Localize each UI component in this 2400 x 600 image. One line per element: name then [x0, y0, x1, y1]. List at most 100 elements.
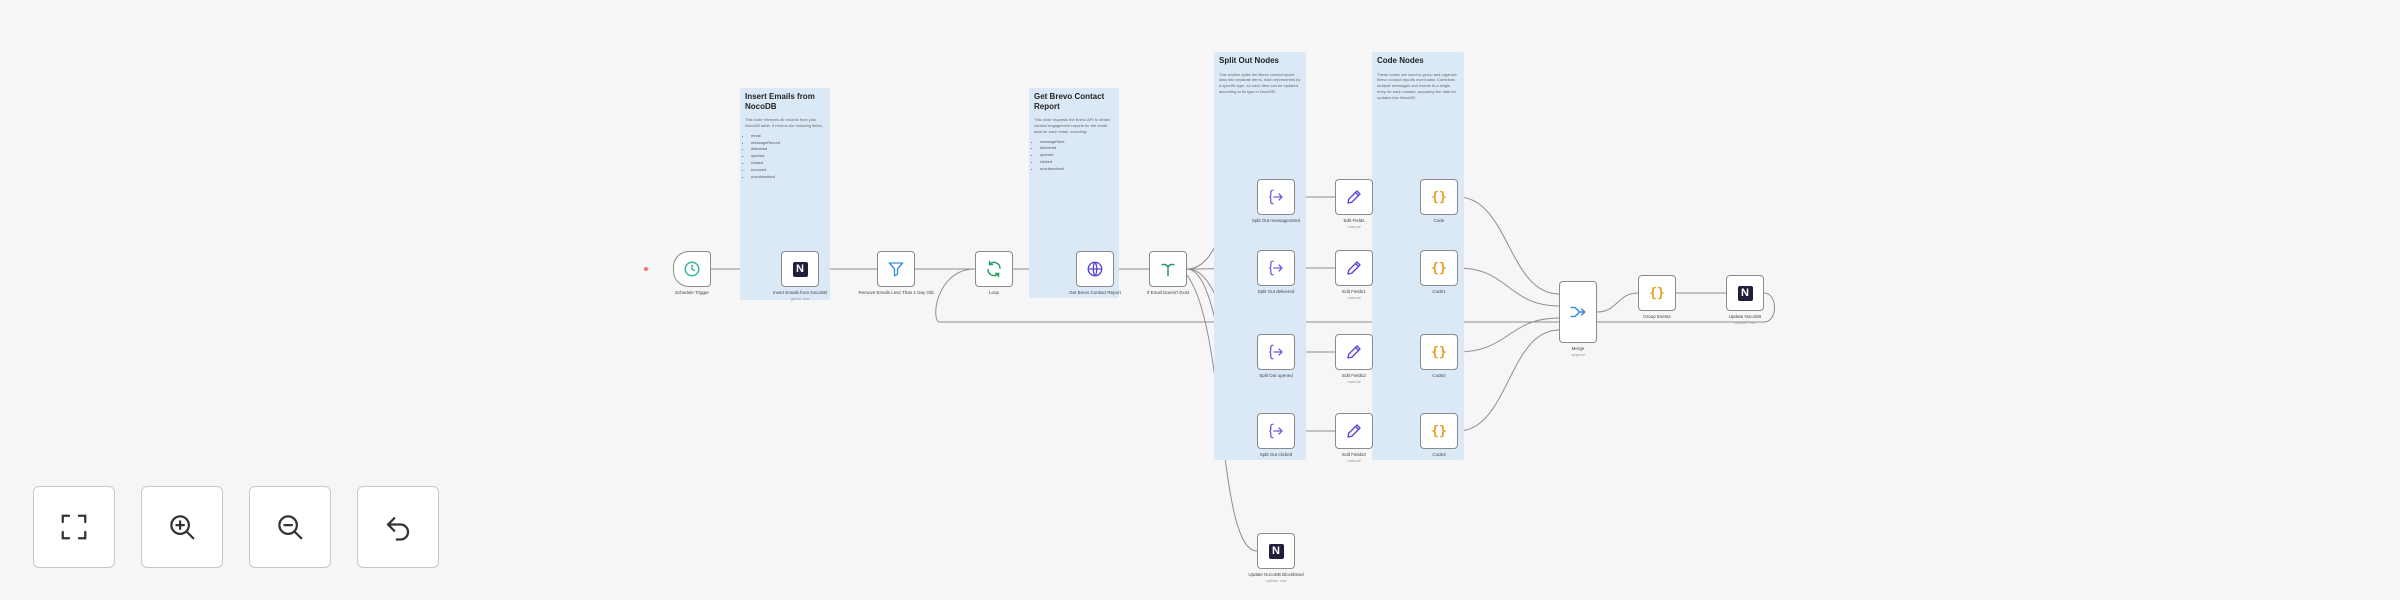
node-label-text: Split Out opened — [1259, 373, 1293, 378]
node-split-4[interactable] — [1257, 413, 1295, 449]
reset-zoom-button[interactable] — [357, 486, 439, 568]
node-split-3[interactable] — [1257, 334, 1295, 370]
node-label-text: If Email Doesn't Exist — [1146, 290, 1190, 295]
node-label-text: Remove Emails Less Than 1 Day Old — [858, 290, 934, 295]
node-label-text: Edit Fields — [1343, 218, 1365, 223]
node-code-1[interactable]: {} — [1420, 179, 1458, 215]
filter-icon — [887, 260, 905, 278]
split-icon — [1267, 188, 1285, 206]
sticky-note-list-item: bounced — [751, 167, 825, 174]
node-label-text: Code1 — [1432, 289, 1446, 294]
nocodb-icon: N — [1268, 543, 1284, 559]
connection[interactable] — [1457, 196, 1560, 295]
zoom-in-button[interactable] — [141, 486, 223, 568]
connection[interactable] — [935, 268, 1775, 323]
node-split-2[interactable] — [1257, 250, 1295, 286]
code-icon: {} — [1649, 285, 1665, 301]
connection[interactable] — [1457, 267, 1560, 307]
node-schedule-trigger[interactable] — [673, 251, 711, 287]
undo-icon — [386, 517, 410, 541]
node-sublabel: update: row — [1734, 319, 1756, 325]
node-brevo-report[interactable] — [1076, 251, 1114, 287]
node-label-text: Schedule Trigger — [674, 290, 710, 295]
node-group-events[interactable]: {} — [1638, 275, 1676, 311]
node-label-text: Update NocoDB Blocklisted — [1248, 572, 1304, 577]
node-edit-3[interactable] — [1335, 334, 1373, 370]
code-icon: {} — [1431, 344, 1447, 360]
node-edit-1[interactable] — [1335, 179, 1373, 215]
zoom-in-icon — [170, 515, 195, 540]
nocodb-icon: N — [1737, 285, 1753, 301]
node-label: Code1 — [1394, 289, 1484, 295]
sticky-note-list-item: delivered — [1040, 145, 1114, 152]
node-label-text: Code — [1433, 218, 1445, 223]
node-merge[interactable] — [1559, 281, 1597, 343]
pencil-icon — [1345, 188, 1363, 206]
node-code-3[interactable]: {} — [1420, 334, 1458, 370]
node-label: Get Brevo Contact Report — [1050, 290, 1140, 296]
node-sublabel: manual — [1347, 223, 1361, 229]
sticky-note-text: This node requests the Brevo API to obta… — [1034, 117, 1111, 134]
node-filter[interactable] — [877, 251, 915, 287]
node-label: Code3 — [1394, 452, 1484, 458]
if-icon — [1159, 260, 1177, 278]
node-label-text: Get Brevo Contact Report — [1069, 290, 1121, 295]
node-label: If Email Doesn't Exist — [1123, 290, 1213, 296]
nocodb-icon: N — [792, 261, 808, 277]
node-sublabel: manual — [1347, 294, 1361, 300]
node-if-node[interactable] — [1149, 251, 1187, 287]
zoom-out-button[interactable] — [249, 486, 331, 568]
node-label: Code — [1394, 218, 1484, 224]
code-icon: {} — [1431, 189, 1447, 205]
node-label: Split Out messagesSent — [1231, 218, 1321, 224]
node-edit-4[interactable] — [1335, 413, 1373, 449]
node-label-text: Merge — [1571, 346, 1585, 351]
node-label-text: Group Events — [1643, 314, 1671, 319]
node-label: Remove Emails Less Than 1 Day Old — [851, 290, 941, 296]
node-insert-nocodb[interactable]: N — [781, 251, 819, 287]
node-label-text: Split Out delivered — [1257, 289, 1295, 294]
node-edit-2[interactable] — [1335, 250, 1373, 286]
split-icon — [1267, 259, 1285, 277]
node-update-nocodb-2[interactable]: N — [1257, 533, 1295, 569]
connection[interactable] — [1457, 329, 1560, 432]
sticky-note-list-item: unsubscribed — [751, 174, 825, 181]
code-icon: {} — [1431, 260, 1447, 276]
sticky-note-list-item: clicked — [1040, 159, 1114, 166]
sticky-note-list-item: messageRecord — [751, 140, 825, 147]
node-label-text: Code3 — [1432, 452, 1446, 457]
fit-view-button[interactable] — [33, 486, 115, 568]
sticky-note-text: This node retrieves all records from you… — [745, 117, 823, 128]
node-label: Schedule Trigger — [647, 290, 737, 296]
sticky-note-list: messageSentdeliveredopenedclickedunsubsc… — [1034, 139, 1114, 173]
node-sublabel: manual — [1347, 378, 1361, 384]
node-label: Code2 — [1394, 373, 1484, 379]
split-icon — [1267, 422, 1285, 440]
node-update-nocodb[interactable]: N — [1726, 275, 1764, 311]
connection[interactable] — [1596, 292, 1639, 313]
node-label: Split Out clicked — [1231, 452, 1321, 458]
code-icon: {} — [1431, 423, 1447, 439]
sticky-note-list-item: opened — [751, 153, 825, 160]
node-sublabel: getAll: row — [790, 295, 810, 301]
connection[interactable] — [1457, 317, 1560, 353]
globe-icon — [1086, 260, 1104, 278]
node-split-1[interactable] — [1257, 179, 1295, 215]
pencil-icon — [1345, 422, 1363, 440]
node-code-2[interactable]: {} — [1420, 250, 1458, 286]
sticky-note-title: Insert Emails from NocoDB — [745, 92, 815, 111]
sticky-note-text: This section splits the Brevo contact re… — [1219, 71, 1301, 94]
node-code-4[interactable]: {} — [1420, 413, 1458, 449]
sticky-note-title: Split Out Nodes — [1219, 56, 1279, 65]
split-icon — [1267, 343, 1285, 361]
sticky-note-list-item: opened — [1040, 152, 1114, 159]
node-loop[interactable] — [975, 251, 1013, 287]
node-label-text: Insert Emails from NocoDB — [772, 290, 828, 295]
